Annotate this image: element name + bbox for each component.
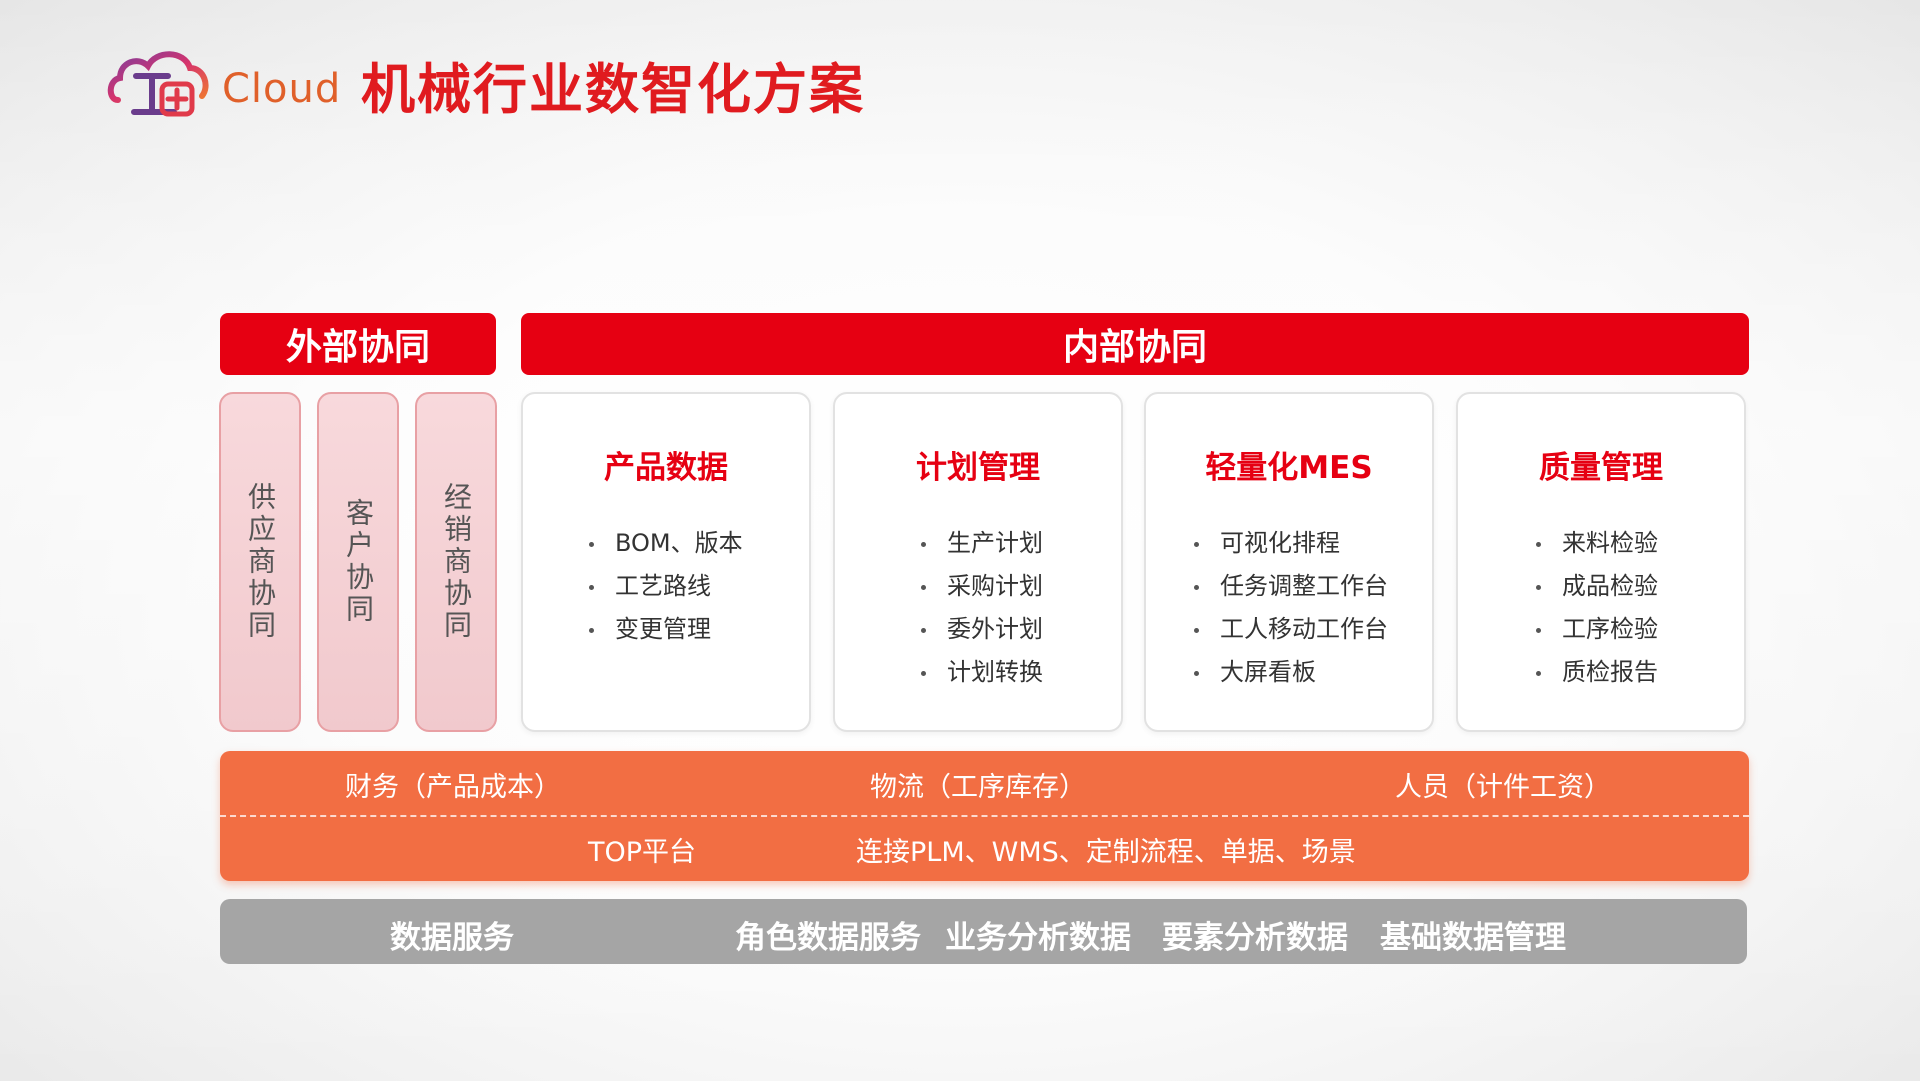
platform-band: 财务（产品成本） 物流（工序库存） 人员（计件工资） TOP平台 连接PLM、W… xyxy=(220,751,1749,881)
list-item: 工艺路线 xyxy=(585,565,743,608)
cloud-logo-icon xyxy=(107,51,209,117)
company-logo: Cloud xyxy=(106,42,341,127)
top-platform-description: 连接PLM、WMS、定制流程、单据、场景 xyxy=(856,837,1356,868)
logistics-label: 物流（工序库存） xyxy=(870,772,1086,803)
data-service-item: 角色数据服务 xyxy=(735,920,921,956)
column-label: 经销商协同 xyxy=(440,482,473,642)
card-title: 产品数据 xyxy=(604,450,728,486)
list-item: 大屏看板 xyxy=(1190,651,1388,694)
column-label: 供应商协同 xyxy=(244,482,277,642)
dashed-divider xyxy=(220,815,1749,817)
card-title: 计划管理 xyxy=(916,450,1040,486)
card-item-list: BOM、版本 工艺路线 变更管理 xyxy=(585,522,743,651)
card-title: 质量管理 xyxy=(1539,450,1663,486)
dealer-collab-column: 经销商协同 xyxy=(415,392,497,732)
list-item: 生产计划 xyxy=(917,522,1043,565)
card-title: 轻量化MES xyxy=(1205,450,1373,486)
list-item: 可视化排程 xyxy=(1190,522,1388,565)
top-platform-label: TOP平台 xyxy=(588,837,697,868)
list-item: 来料检验 xyxy=(1532,522,1658,565)
card-item-list: 来料检验 成品检验 工序检验 质检报告 xyxy=(1532,522,1658,694)
quality-management-card: 质量管理 来料检验 成品检验 工序检验 质检报告 xyxy=(1456,392,1746,732)
product-data-card: 产品数据 BOM、版本 工艺路线 变更管理 xyxy=(521,392,811,732)
column-label: 客户协同 xyxy=(342,498,375,626)
page-title: 机械行业数智化方案 xyxy=(361,58,865,121)
list-item: 变更管理 xyxy=(585,608,743,651)
external-collab-band: 外部协同 xyxy=(220,313,496,375)
list-item: 工人移动工作台 xyxy=(1190,608,1388,651)
data-service-label: 数据服务 xyxy=(390,920,514,956)
list-item: 成品检验 xyxy=(1532,565,1658,608)
customer-collab-column: 客户协同 xyxy=(317,392,399,732)
data-service-item: 要素分析数据 xyxy=(1162,920,1348,956)
data-service-band: 数据服务 角色数据服务 业务分析数据 要素分析数据 基础数据管理 xyxy=(220,899,1747,964)
list-item: 计划转换 xyxy=(917,651,1043,694)
lightweight-mes-card: 轻量化MES 可视化排程 任务调整工作台 工人移动工作台 大屏看板 xyxy=(1144,392,1434,732)
list-item: 任务调整工作台 xyxy=(1190,565,1388,608)
logo-text: Cloud xyxy=(222,66,342,112)
card-item-list: 可视化排程 任务调整工作台 工人移动工作台 大屏看板 xyxy=(1190,522,1388,694)
supplier-collab-column: 供应商协同 xyxy=(219,392,301,732)
plan-management-card: 计划管理 生产计划 采购计划 委外计划 计划转换 xyxy=(833,392,1123,732)
header: Cloud 机械行业数智化方案 xyxy=(106,42,865,127)
list-item: BOM、版本 xyxy=(585,522,743,565)
list-item: 采购计划 xyxy=(917,565,1043,608)
internal-collab-band: 内部协同 xyxy=(521,313,1749,375)
personnel-label: 人员（计件工资） xyxy=(1395,772,1611,803)
card-item-list: 生产计划 采购计划 委外计划 计划转换 xyxy=(917,522,1043,694)
list-item: 委外计划 xyxy=(917,608,1043,651)
list-item: 质检报告 xyxy=(1532,651,1658,694)
data-service-item: 基础数据管理 xyxy=(1380,920,1566,956)
finance-label: 财务（产品成本） xyxy=(345,772,561,803)
list-item: 工序检验 xyxy=(1532,608,1658,651)
data-service-item: 业务分析数据 xyxy=(945,920,1131,956)
